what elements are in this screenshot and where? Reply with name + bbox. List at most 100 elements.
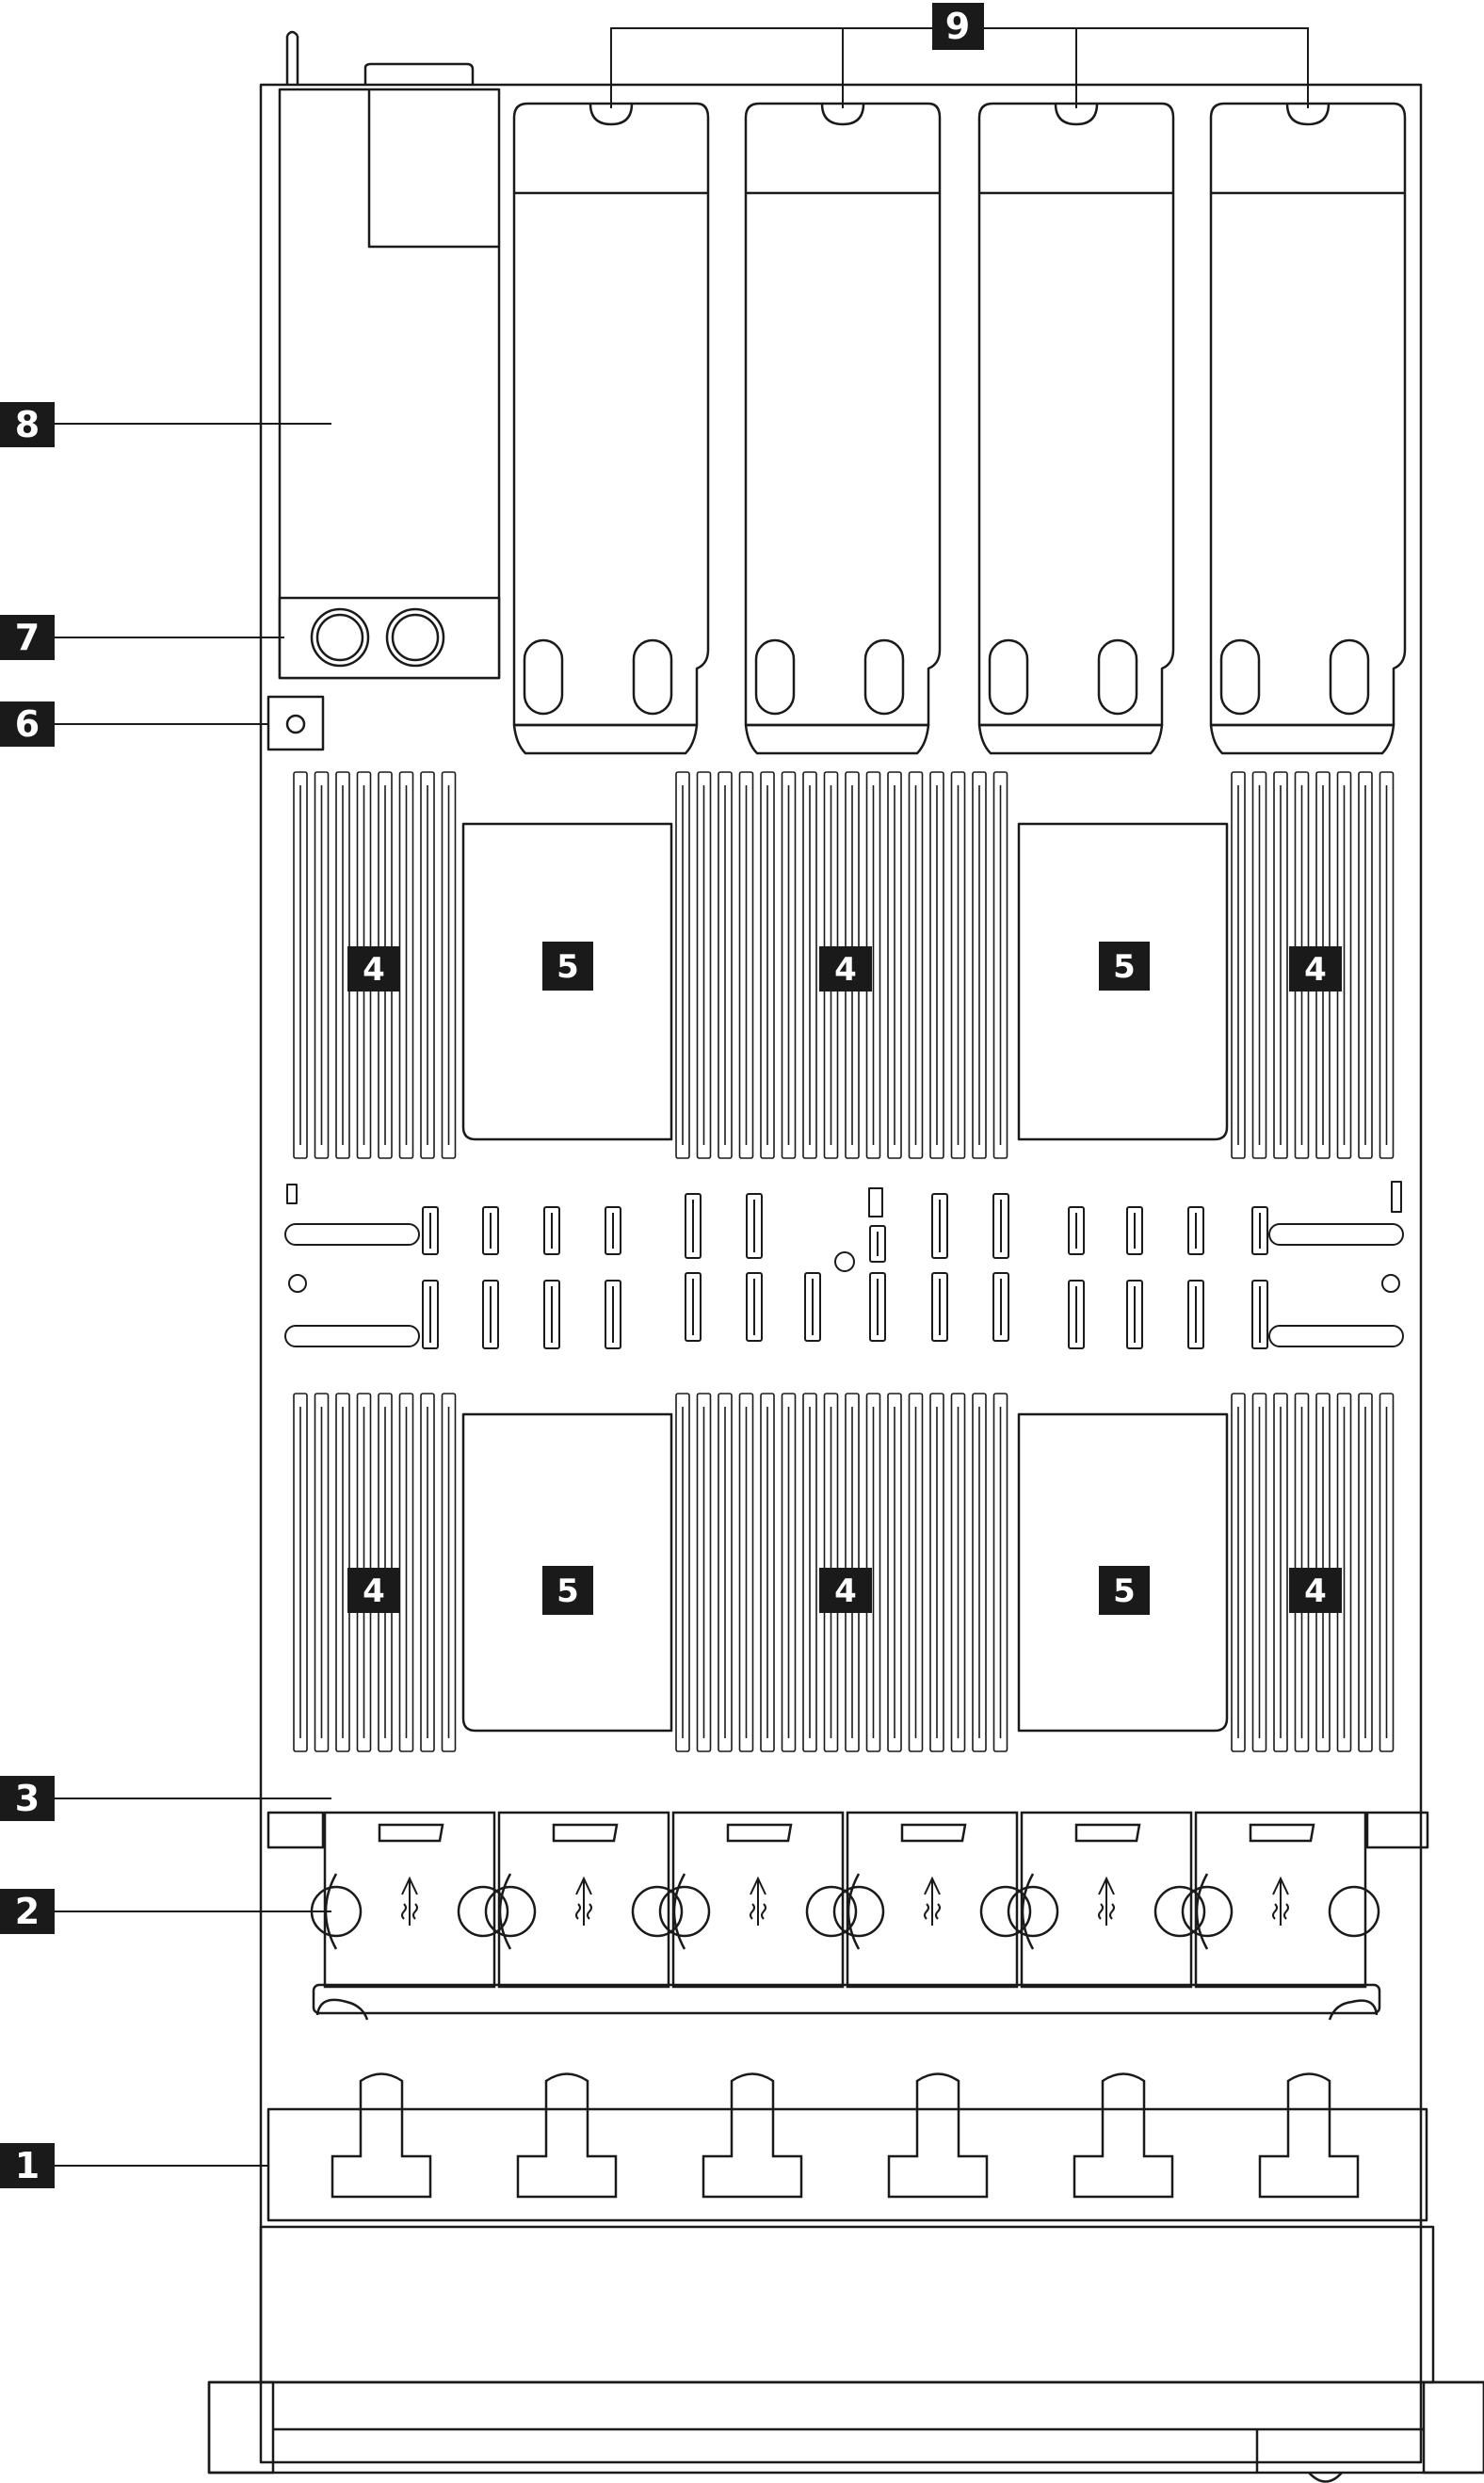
power-supply-unit [278, 88, 501, 680]
dimm-slot [738, 771, 754, 1159]
slot-connector [543, 1206, 560, 1255]
backplane-latch [702, 2072, 803, 2199]
slot-connector [869, 1225, 886, 1263]
callout-2-label: 2 [15, 1891, 40, 1932]
callout-9-label: 9 [945, 6, 970, 47]
dimm-slot [972, 771, 987, 1159]
slot-connector [869, 1272, 886, 1342]
slot-connector [931, 1272, 948, 1342]
slot-connector [1126, 1206, 1143, 1255]
front-drive-backplane [266, 2107, 1428, 2222]
slot-connector [1251, 1206, 1268, 1255]
riser-card [977, 102, 1175, 755]
callout-7-label: 7 [15, 617, 40, 658]
callout-5-label: 5 [1113, 948, 1136, 986]
dimm-slot [420, 1393, 435, 1752]
callout-5-label: 5 [1113, 1572, 1136, 1610]
slot-connector [422, 1280, 439, 1349]
callout-4: 4 [1289, 946, 1342, 992]
airflow-icon [1098, 1876, 1115, 1926]
dimm-slot [802, 1393, 817, 1752]
processor-heat-sink [1017, 1412, 1229, 1733]
airflow-icon [1272, 1876, 1289, 1926]
dimm-slot [1379, 1393, 1395, 1752]
dimm-slot [972, 1393, 987, 1752]
dimm-slot [1231, 1393, 1246, 1752]
dimm-slot [992, 771, 1008, 1159]
fan-module [484, 1811, 684, 1989]
callout-6-label: 6 [15, 703, 40, 745]
dimm-slot [738, 1393, 754, 1752]
callout-7: 7 [0, 615, 55, 660]
power-supply-connectors [310, 607, 445, 668]
callout-4-label: 4 [1304, 1572, 1327, 1610]
memory-bank [675, 1393, 1008, 1752]
dimm-slot [314, 771, 330, 1159]
dimm-slot [1273, 771, 1288, 1159]
callout-4-label: 4 [363, 951, 385, 989]
dimm-slot [1379, 771, 1395, 1159]
dimm-slot [420, 771, 435, 1159]
callout-4-label: 4 [834, 1572, 857, 1610]
slot-connector [746, 1272, 763, 1342]
backplane-latch [1258, 2072, 1360, 2199]
slot-connector [1187, 1206, 1204, 1255]
dimm-slot [908, 771, 924, 1159]
slot-connector [543, 1280, 560, 1349]
dimm-slot [441, 771, 457, 1159]
airflow-icon [924, 1876, 941, 1926]
dimm-slot [696, 1393, 712, 1752]
processor-heat-sink [1017, 822, 1229, 1141]
backplane-latch [516, 2072, 618, 2199]
callout-8-label: 8 [15, 404, 40, 445]
front-drive-bays [207, 2225, 1484, 2483]
slot-connector [992, 1193, 1009, 1259]
callout-1: 1 [0, 2143, 55, 2188]
callout-5: 5 [542, 1566, 593, 1615]
slot-connector [992, 1272, 1009, 1342]
slot-connector [685, 1272, 702, 1342]
dimm-slot [696, 771, 712, 1159]
airflow-icon [401, 1876, 418, 1926]
callout-5-label: 5 [556, 1572, 579, 1610]
callout-3-label: 3 [15, 1778, 40, 1819]
memory-bank [675, 771, 1008, 1159]
slot-connector [685, 1193, 702, 1259]
dimm-slot [293, 1393, 308, 1752]
dimm-slot [293, 771, 308, 1159]
processor-heat-sink [461, 822, 673, 1141]
callout-4-label: 4 [1304, 951, 1327, 989]
dimm-slot [760, 1393, 775, 1752]
dimm-slot [781, 1393, 797, 1752]
riser-card [512, 102, 710, 755]
slot-connector [1187, 1280, 1204, 1349]
riser-card [1209, 102, 1407, 755]
callout-4: 4 [819, 1568, 872, 1613]
backplane-latch [1073, 2072, 1174, 2199]
dimm-slot [802, 771, 817, 1159]
system-board-connectors [284, 1181, 1404, 1347]
slot-connector [1251, 1280, 1268, 1349]
callout-4: 4 [347, 946, 400, 992]
dimm-slot [718, 771, 733, 1159]
fan-module [832, 1811, 1032, 1989]
callout-4: 4 [819, 946, 872, 992]
dimm-slot [675, 1393, 690, 1752]
dimm-slot [887, 1393, 902, 1752]
dimm-slot [950, 771, 966, 1159]
backplane-latch [331, 2072, 432, 2199]
chassis-outline [259, 30, 1423, 2464]
dimm-slot [1231, 771, 1246, 1159]
callout-3: 3 [0, 1776, 55, 1821]
slot-connector [746, 1193, 763, 1259]
slot-connector [422, 1206, 439, 1255]
intrusion-switch [266, 695, 325, 751]
dimm-slot [992, 1393, 1008, 1752]
airflow-icon [575, 1876, 592, 1926]
slot-connector [482, 1280, 499, 1349]
callout-4: 4 [347, 1568, 400, 1613]
airflow-icon [750, 1876, 766, 1926]
dimm-slot [1273, 1393, 1288, 1752]
slot-connector [605, 1206, 621, 1255]
